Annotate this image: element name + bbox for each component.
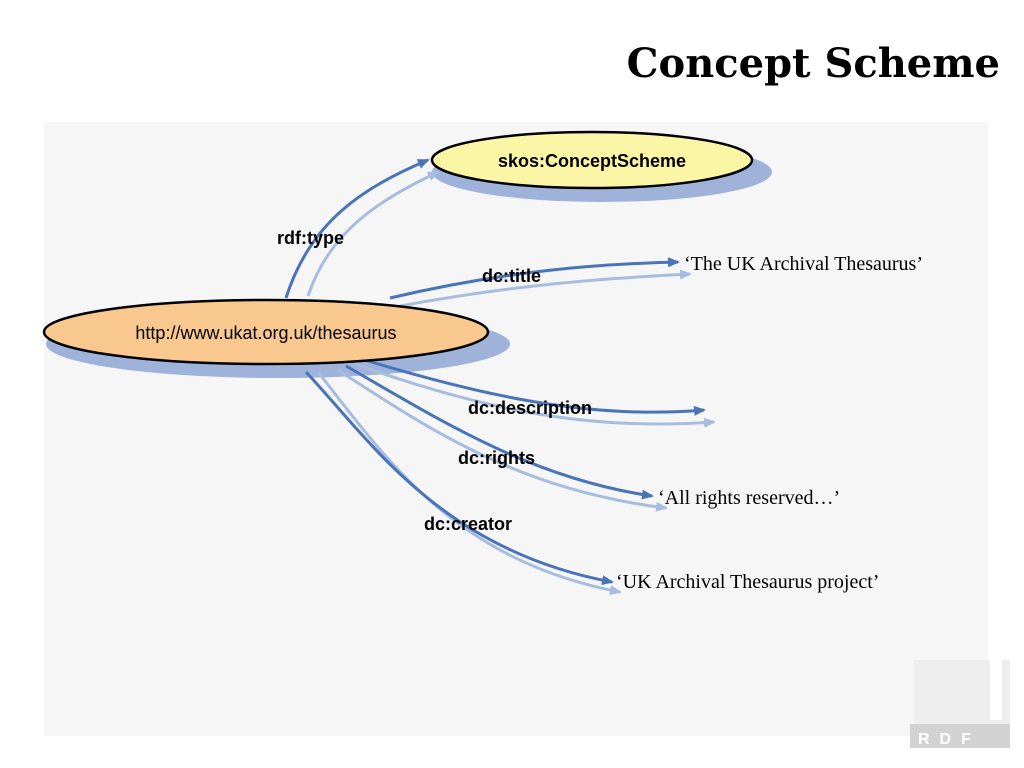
slide-title: Concept Scheme	[626, 40, 1000, 87]
edge-label-dc-description: dc:description	[468, 398, 592, 418]
literal-creator: ‘UK Archival Thesaurus project’	[616, 571, 879, 593]
edge-dc-title	[389, 257, 692, 308]
diagram-background	[44, 122, 988, 736]
edge-dc-description	[354, 358, 716, 428]
edge-label-dc-title: dc:title	[482, 266, 541, 286]
rdf-logo: RDF	[910, 660, 1010, 748]
edge-dc-rights	[337, 364, 668, 512]
literal-rights: ‘All rights reserved…’	[658, 487, 840, 509]
edge-rdf-type	[284, 158, 440, 299]
rdf-logo-text: RDF	[918, 731, 981, 748]
edge-dc-creator	[304, 370, 622, 596]
edge-label-dc-rights: dc:rights	[458, 448, 535, 468]
edge-label-rdf-type: rdf:type	[277, 228, 344, 248]
subject-node	[42, 298, 490, 366]
type-node-label: skos:ConceptScheme	[498, 151, 686, 171]
type-node	[430, 130, 754, 190]
subject-node-label: http://www.ukat.org.uk/thesaurus	[135, 323, 396, 343]
edge-label-dc-creator: dc:creator	[424, 514, 512, 534]
literal-title: ‘The UK Archival Thesaurus’	[684, 253, 923, 275]
